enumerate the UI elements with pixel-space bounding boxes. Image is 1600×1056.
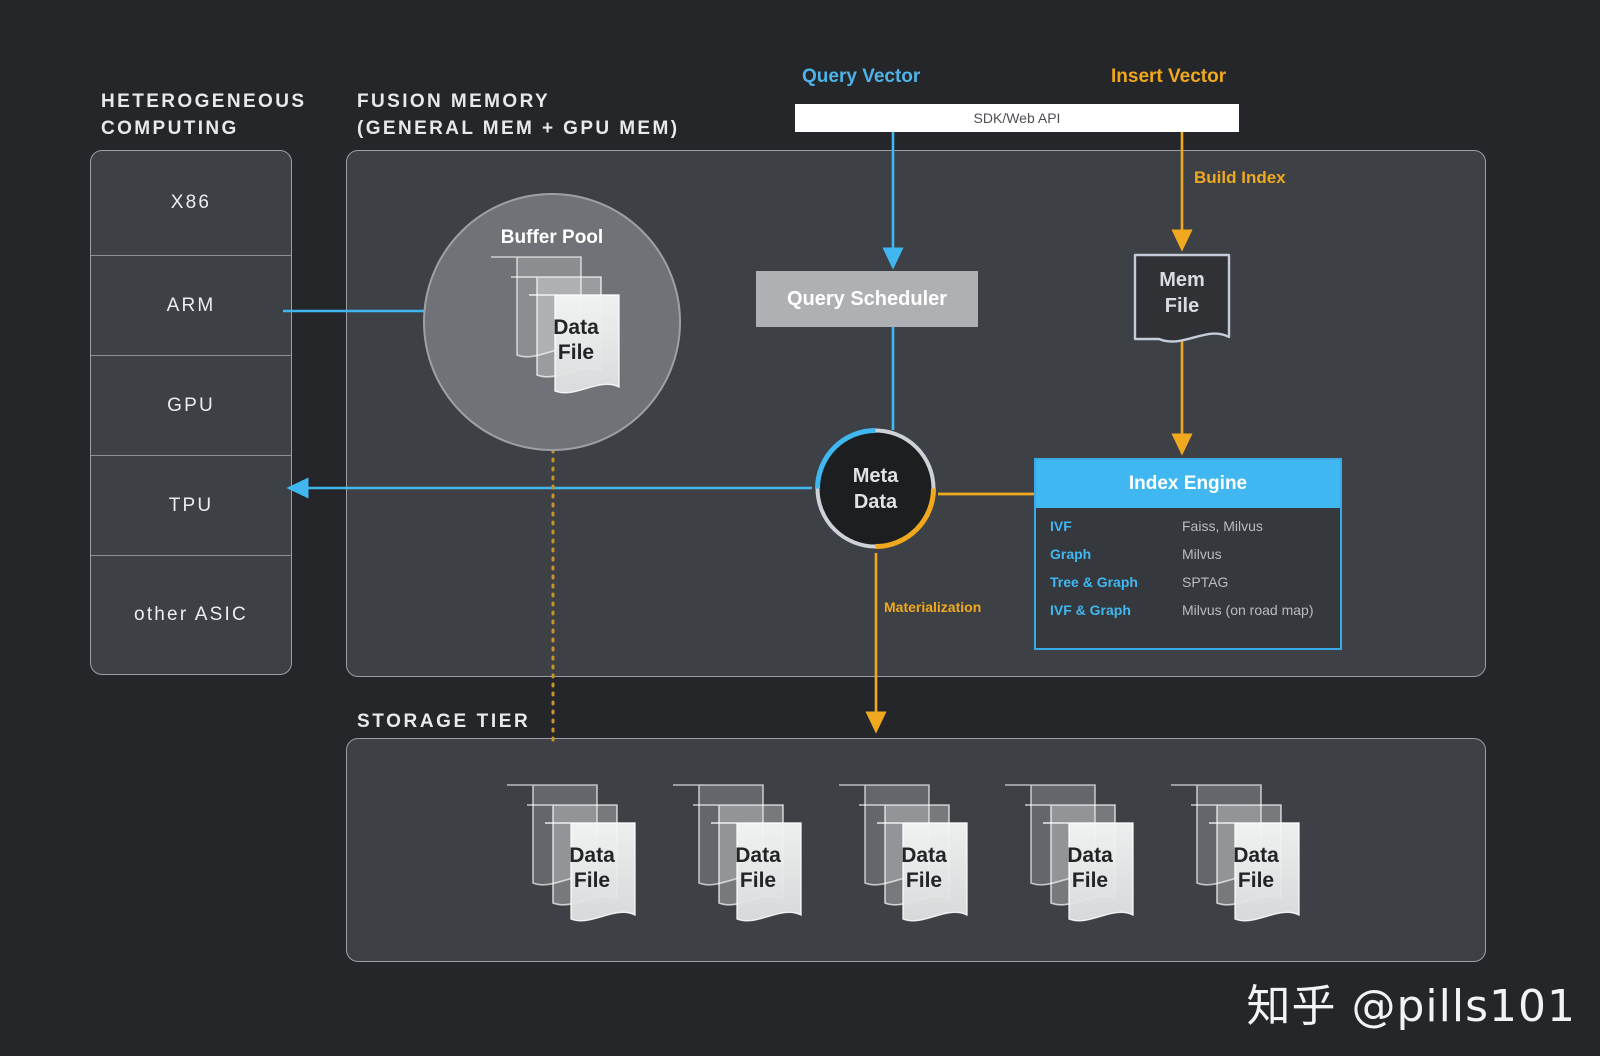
index-impl-label: Faiss, Milvus	[1182, 518, 1263, 534]
storage-data-file-icon[interactable]: Data File	[1003, 783, 1135, 922]
storage-tier-title: STORAGE TIER	[357, 711, 531, 732]
storage-data-file-icon[interactable]: Data File	[505, 783, 637, 922]
index-engine-row: IVF Faiss, Milvus	[1050, 518, 1340, 546]
buffer-pool-node[interactable]: Buffer Pool	[423, 193, 681, 451]
heterogeneous-computing-title: HETEROGENEOUS COMPUTING	[101, 91, 307, 139]
sdk-web-api-label: SDK/Web API	[973, 110, 1061, 126]
index-engine-row: Tree & Graph SPTAG	[1050, 574, 1340, 602]
insert-vector-label: Insert Vector	[1111, 66, 1227, 87]
sdk-web-api-bar[interactable]: SDK/Web API	[795, 104, 1239, 132]
hardware-row-arm[interactable]: ARM	[91, 256, 291, 356]
index-impl-label: Milvus (on road map)	[1182, 602, 1314, 618]
index-engine-row-list: IVF Faiss, Milvus Graph Milvus Tree & Gr…	[1036, 508, 1340, 630]
index-engine-header: Index Engine	[1036, 460, 1340, 508]
build-index-label: Build Index	[1194, 168, 1286, 187]
hardware-row-x86[interactable]: X86	[91, 151, 291, 256]
hardware-label: GPU	[167, 394, 215, 416]
index-engine-row: IVF & Graph Milvus (on road map)	[1050, 602, 1340, 630]
storage-data-file-icon[interactable]: Data File	[837, 783, 969, 922]
watermark: 知乎 @pills101	[1246, 981, 1576, 1032]
index-type-label: Graph	[1050, 546, 1092, 562]
hardware-label: TPU	[168, 494, 214, 516]
fusion-memory-title: FUSION MEMORY (GENERAL MEM + GPU MEM)	[357, 91, 680, 139]
hardware-label: other ASIC	[134, 604, 248, 625]
query-scheduler-node[interactable]: Query Scheduler	[756, 271, 978, 327]
storage-data-file-icon[interactable]: Data File	[671, 783, 803, 922]
buffer-pool-label: Buffer Pool	[500, 227, 604, 248]
index-type-label: IVF & Graph	[1050, 602, 1131, 618]
hardware-row-gpu[interactable]: GPU	[91, 356, 291, 456]
data-file-label: Data File	[901, 844, 947, 892]
meta-data-node[interactable]: Meta Data	[811, 424, 940, 553]
index-engine-node[interactable]: Index Engine IVF Faiss, Milvus Graph Mil…	[1034, 458, 1342, 650]
data-file-label: Data File	[553, 316, 599, 364]
materialization-label: Materialization	[884, 599, 982, 615]
index-impl-label: SPTAG	[1182, 574, 1229, 590]
hardware-row-other-asic[interactable]: other ASIC	[91, 556, 291, 674]
index-type-label: IVF	[1050, 518, 1072, 534]
buffer-pool-data-file-icon: Data File	[489, 255, 621, 394]
storage-data-file-icon[interactable]: Data File	[1169, 783, 1301, 922]
hardware-label: X86	[170, 192, 212, 213]
mem-file-node[interactable]: Mem File	[1133, 253, 1231, 345]
query-scheduler-label: Query Scheduler	[786, 287, 948, 310]
data-file-label: Data File	[1233, 844, 1279, 892]
data-file-label: Data File	[735, 844, 781, 892]
hardware-row-tpu[interactable]: TPU	[91, 456, 291, 556]
heterogeneous-computing-panel: X86 ARM GPU TPU other ASIC	[90, 150, 292, 675]
index-engine-title: Index Engine	[1128, 473, 1248, 494]
index-type-label: Tree & Graph	[1050, 574, 1138, 590]
hardware-label: ARM	[166, 294, 216, 316]
index-engine-row: Graph Milvus	[1050, 546, 1340, 574]
data-file-label: Data File	[569, 844, 615, 892]
index-impl-label: Milvus	[1182, 546, 1222, 562]
mem-file-label: Mem File	[1159, 269, 1205, 317]
query-vector-label: Query Vector	[802, 66, 921, 87]
meta-data-label: Meta Data	[852, 464, 899, 513]
data-file-label: Data File	[1067, 844, 1113, 892]
